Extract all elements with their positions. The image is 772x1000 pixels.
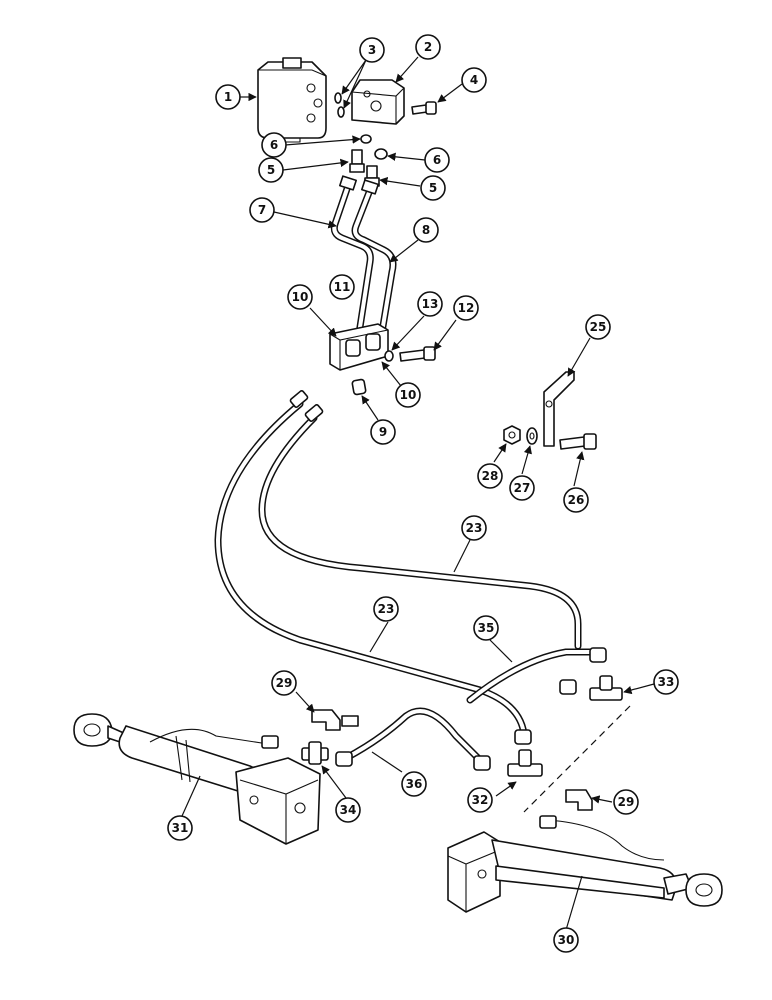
- elbow-29-right: [565, 789, 593, 811]
- callout-9: 9: [370, 419, 396, 445]
- svg-text:29: 29: [618, 795, 635, 809]
- fittings-5: [349, 149, 380, 187]
- hose-36: [342, 707, 486, 766]
- callout-23a: 23: [461, 515, 487, 541]
- svg-text:25: 25: [590, 320, 607, 334]
- svg-text:5: 5: [267, 163, 275, 177]
- callout-36: 36: [401, 771, 427, 797]
- svg-text:11: 11: [334, 280, 351, 294]
- bolt-26: [559, 433, 597, 450]
- callout-12: 12: [453, 295, 479, 321]
- adapter-34: [301, 741, 329, 765]
- pipe-end-fittings: [338, 175, 380, 195]
- callout-28: 28: [477, 463, 503, 489]
- svg-text:6: 6: [433, 153, 441, 167]
- pipe-8: [351, 186, 397, 348]
- hose-ends: [289, 390, 607, 771]
- callout-26: 26: [563, 487, 589, 513]
- svg-text:30: 30: [558, 933, 575, 947]
- svg-text:23: 23: [378, 602, 395, 616]
- callout-5a: 5: [258, 157, 284, 183]
- steering-motor: [257, 57, 327, 143]
- svg-text:13: 13: [422, 297, 439, 311]
- hose-35: [466, 648, 600, 704]
- clamp-block: [329, 323, 389, 371]
- bolt-4: [411, 101, 437, 115]
- callout-4: 4: [461, 67, 487, 93]
- washer-27: [526, 427, 538, 445]
- svg-text:1: 1: [224, 90, 232, 104]
- callout-29b: 29: [613, 789, 639, 815]
- svg-text:34: 34: [340, 803, 357, 817]
- callout-10b: 10: [395, 382, 421, 408]
- svg-text:4: 4: [470, 73, 478, 87]
- svg-text:29: 29: [276, 676, 293, 690]
- callout-8: 8: [413, 217, 439, 243]
- bolt-12: [399, 346, 436, 362]
- hose-23-upper: [214, 400, 528, 738]
- tee-32: [507, 749, 543, 777]
- svg-text:3: 3: [368, 43, 376, 57]
- callout-5b: 5: [420, 175, 446, 201]
- svg-text:7: 7: [258, 203, 266, 217]
- callout-13: 13: [417, 291, 443, 317]
- adapter-block: [351, 79, 405, 125]
- cylinder-31: [73, 713, 321, 845]
- callout-23b: 23: [373, 596, 399, 622]
- callout-6b: 6: [424, 147, 450, 173]
- tee-33: [589, 675, 623, 701]
- cylinder-30: [447, 815, 723, 913]
- svg-text:26: 26: [568, 493, 585, 507]
- callout-bubbles: 1 2 3 4 5 5 6 6 7 8 9 10 10 11 12 13 23 …: [167, 34, 679, 953]
- alignment-line: [523, 705, 631, 813]
- leader-lines: [181, 56, 655, 931]
- callout-3: 3: [359, 37, 385, 63]
- callout-31: 31: [167, 815, 193, 841]
- svg-text:12: 12: [458, 301, 475, 315]
- svg-text:32: 32: [472, 793, 489, 807]
- hose-23-lower: [258, 414, 582, 650]
- bracket-25: [543, 371, 575, 447]
- svg-text:33: 33: [658, 675, 675, 689]
- callout-29a: 29: [271, 670, 297, 696]
- plug-9: [351, 378, 367, 396]
- svg-text:28: 28: [482, 469, 499, 483]
- callout-10a: 10: [287, 284, 313, 310]
- callout-11: 11: [329, 274, 355, 300]
- svg-text:9: 9: [379, 425, 387, 439]
- seals-6: [360, 134, 388, 160]
- svg-text:36: 36: [406, 777, 423, 791]
- svg-text:10: 10: [400, 388, 417, 402]
- o-rings: [334, 92, 345, 118]
- svg-text:35: 35: [478, 621, 495, 635]
- callout-34: 34: [335, 797, 361, 823]
- svg-text:23: 23: [466, 521, 483, 535]
- elbow-29-left: [311, 709, 359, 731]
- callout-35: 35: [473, 615, 499, 641]
- callout-25: 25: [585, 314, 611, 340]
- callout-6a: 6: [261, 132, 287, 158]
- callout-33: 33: [653, 669, 679, 695]
- svg-text:10: 10: [292, 290, 309, 304]
- callout-30: 30: [553, 927, 579, 953]
- callout-7: 7: [249, 197, 275, 223]
- nut-28: [503, 425, 521, 445]
- callout-1: 1: [215, 84, 241, 110]
- svg-text:5: 5: [429, 181, 437, 195]
- callout-32: 32: [467, 787, 493, 813]
- svg-text:31: 31: [172, 821, 189, 835]
- svg-text:2: 2: [424, 40, 432, 54]
- svg-text:6: 6: [270, 138, 278, 152]
- svg-text:27: 27: [514, 481, 531, 495]
- callout-27: 27: [509, 475, 535, 501]
- callout-2: 2: [415, 34, 441, 60]
- washer-13: [384, 350, 394, 362]
- svg-text:8: 8: [422, 223, 430, 237]
